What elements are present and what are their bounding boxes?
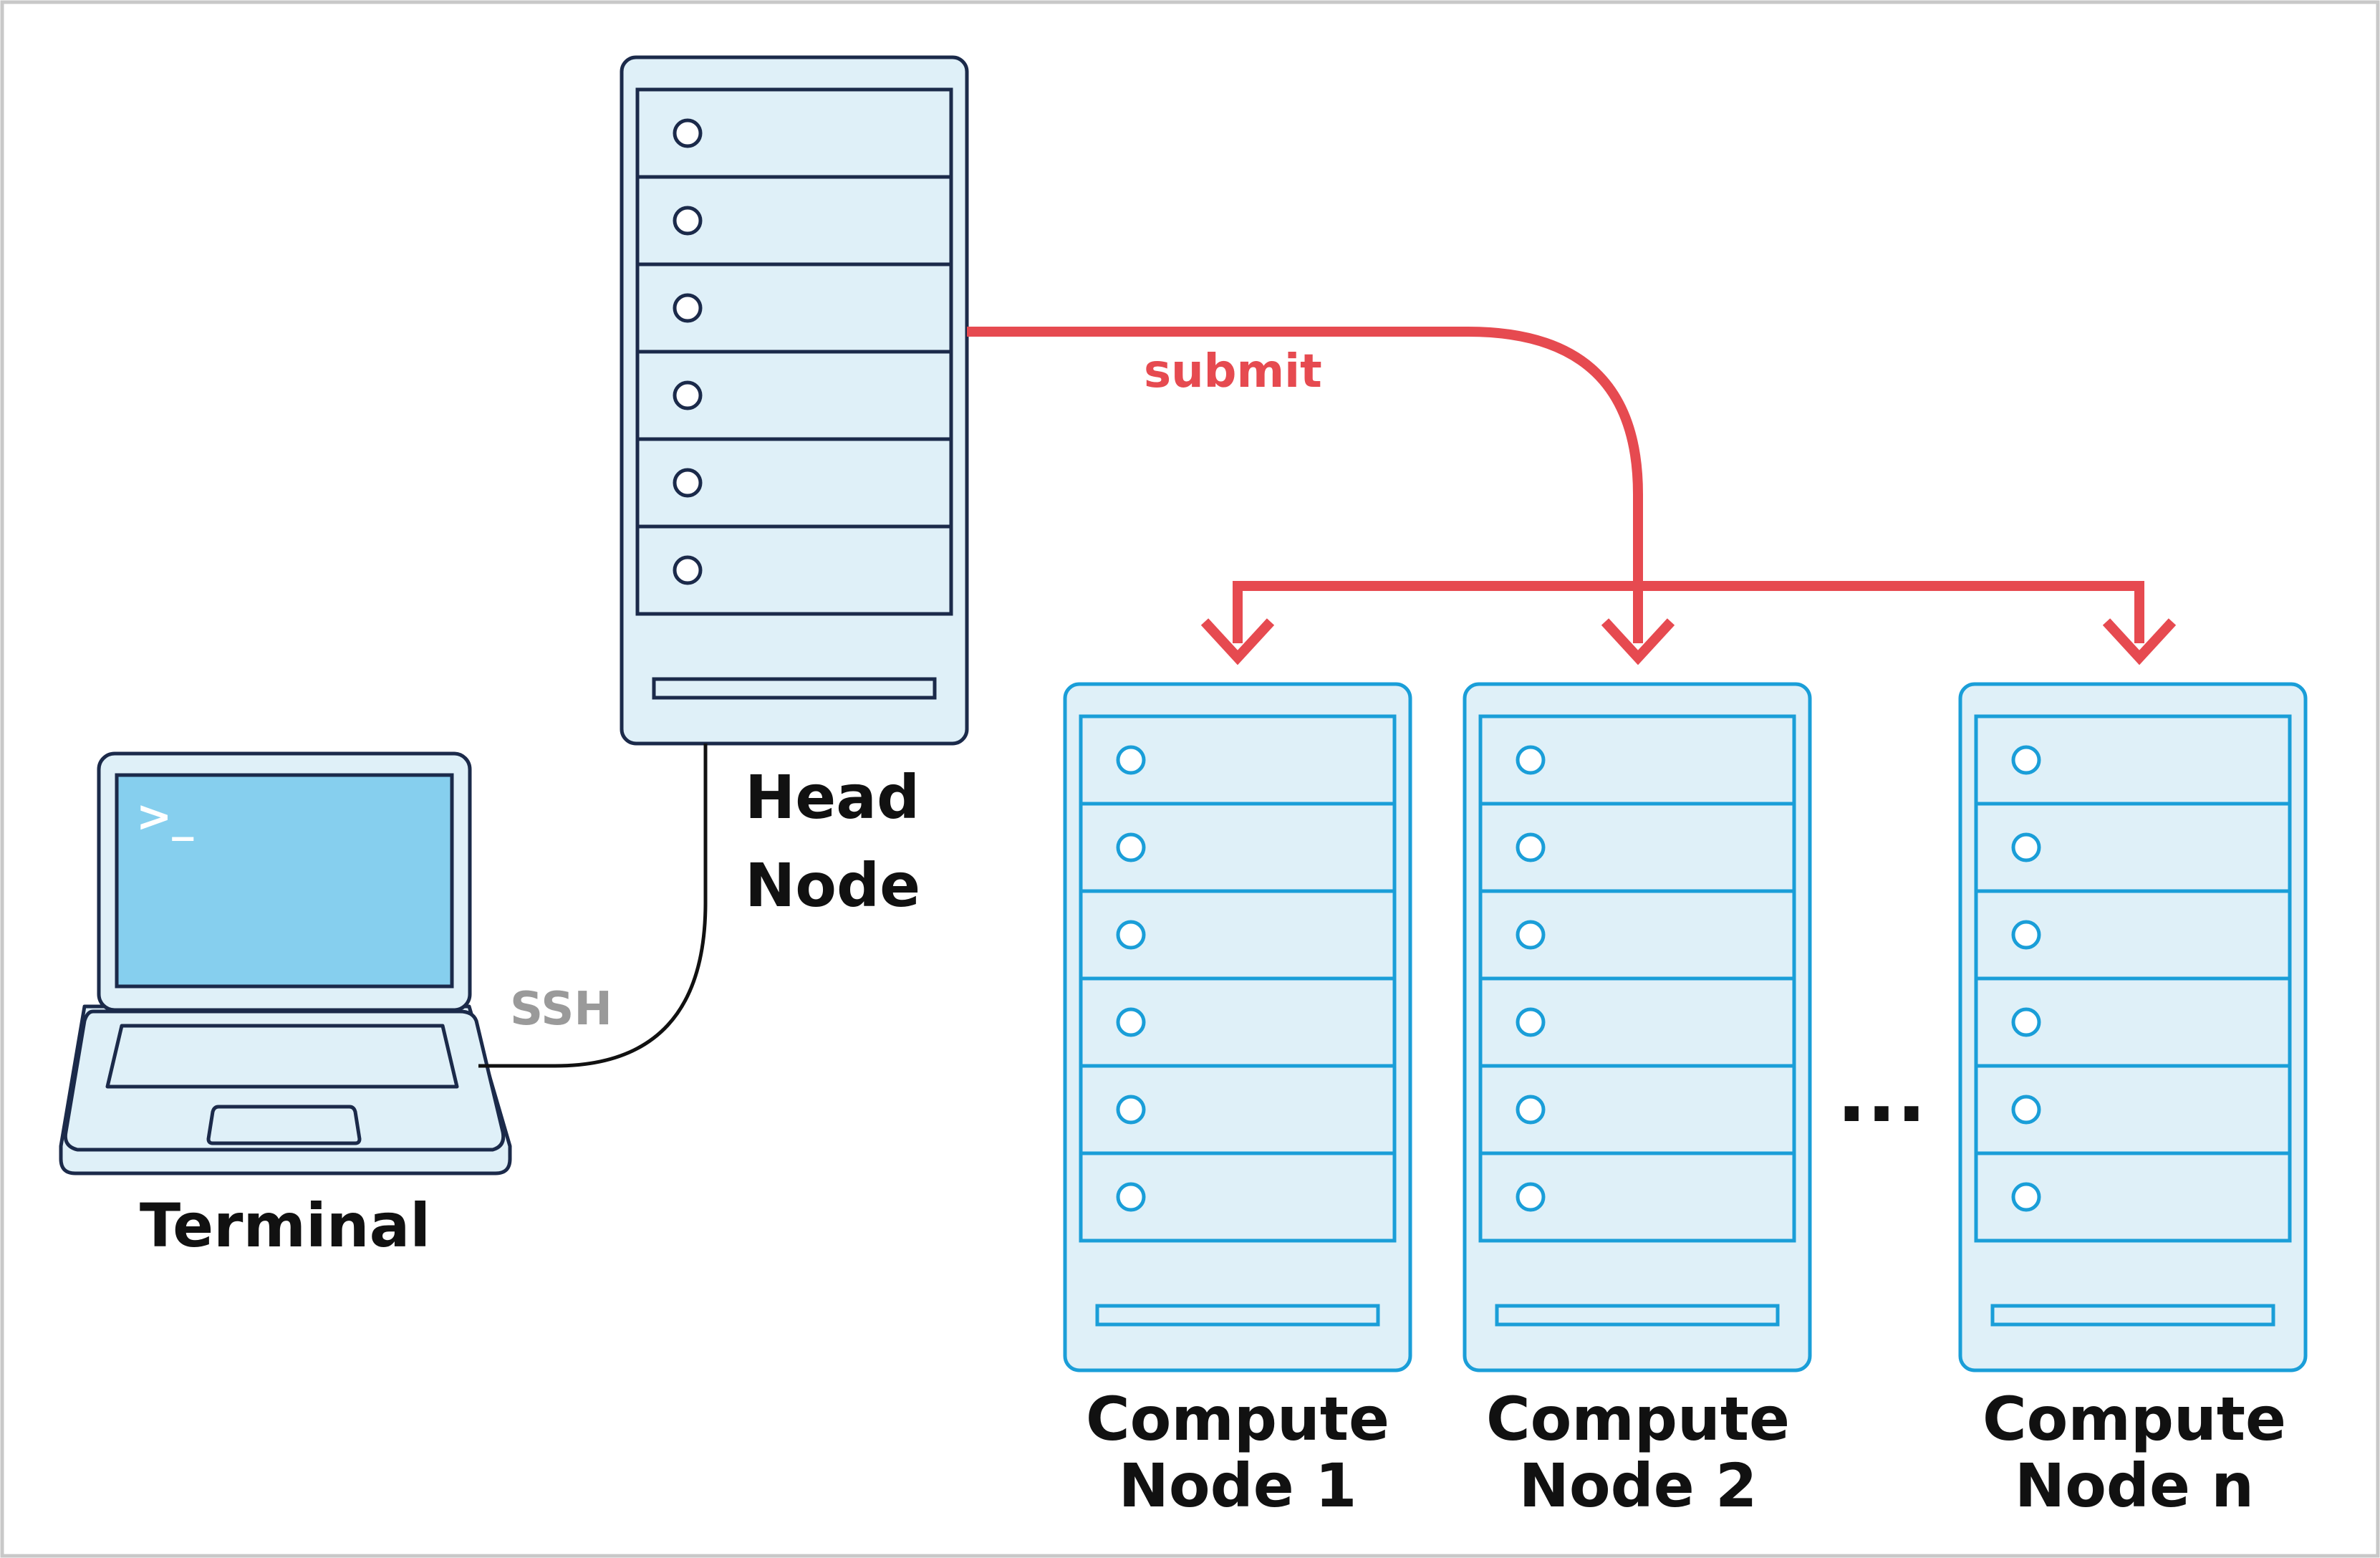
compute-node-n-slot (1990, 1304, 2275, 1327)
head-node-label-line2: Node (745, 850, 920, 920)
compute-node-n-drive-led-icon (2011, 1182, 2041, 1212)
compute-node-2-drive-led-icon (1516, 1007, 1546, 1037)
ellipsis: ... (1836, 1048, 1926, 1140)
compute-node-2-drive-led-icon (1516, 1095, 1546, 1125)
submit-arrow-2-icon (1601, 618, 1675, 665)
compute-node-1-label-line1: Compute (1086, 1384, 1389, 1454)
submit-label: submit (1144, 345, 1322, 398)
compute-node-2-drive-bay (1478, 1064, 1796, 1155)
head-node-drive-bay (635, 437, 953, 529)
compute-node-2-drive-bay (1478, 976, 1796, 1068)
compute-node-2-server (1463, 682, 1812, 1372)
compute-node-n-drive-led-icon (2011, 1095, 2041, 1125)
compute-node-1-drive-led-icon (1116, 1182, 1146, 1212)
head-node-drive-led-icon (673, 468, 703, 498)
compute-node-n-label-line1: Compute (1982, 1384, 2286, 1454)
compute-node-1-drive-led-icon (1116, 1007, 1146, 1037)
compute-node-2-slot (1495, 1304, 1780, 1327)
compute-node-n-drive-led-icon (2011, 832, 2041, 862)
ssh-label: SSH (510, 983, 612, 1036)
ssh-connection-line (478, 744, 708, 1068)
compute-node-n-drive-led-icon (2011, 920, 2041, 950)
compute-node-n-server (1958, 682, 2308, 1372)
compute-node-1-drive-led-icon (1116, 745, 1146, 775)
compute-node-1-drive-led-icon (1116, 920, 1146, 950)
laptop-icon: >_ (59, 751, 512, 1175)
compute-node-1-drive-led-icon (1116, 1095, 1146, 1125)
submit-distribution-line (1233, 581, 2144, 643)
head-node-drive-led-icon (673, 118, 703, 148)
head-node-slot (652, 677, 937, 700)
submit-arrow-1-icon (1200, 618, 1275, 665)
head-node-drive-led-icon (673, 555, 703, 585)
head-node-drive-led-icon (673, 206, 703, 236)
head-node-drive-led-icon (673, 293, 703, 323)
compute-node-2-drive-led-icon (1516, 832, 1546, 862)
compute-node-1-server (1063, 682, 1412, 1372)
terminal-label: Terminal (140, 1191, 430, 1261)
compute-node-2-drive-led-icon (1516, 920, 1546, 950)
compute-node-1-drive-led-icon (1116, 832, 1146, 862)
submit-arrow-n-icon (2102, 618, 2177, 665)
submit-main-line (967, 327, 1643, 643)
laptop-screen (115, 773, 454, 989)
submit-connection (967, 327, 2177, 665)
compute-node-2-label-line1: Compute (1486, 1384, 1790, 1454)
compute-node-n-label-line2: Node n (2015, 1451, 2254, 1521)
compute-node-1-label-line2: Node 1 (1119, 1451, 1357, 1521)
compute-node-2-drive-led-icon (1516, 745, 1546, 775)
head-node-server (620, 55, 969, 746)
compute-node-1-drive-bay (1079, 889, 1397, 981)
head-node-drive-led-icon (673, 380, 703, 410)
compute-node-n-drive-led-icon (2011, 1007, 2041, 1037)
compute-node-1-slot (1095, 1304, 1380, 1327)
laptop-keyboard (105, 1024, 459, 1089)
terminal-prompt-text: >_ (136, 792, 193, 842)
compute-node-n-drive-led-icon (2011, 745, 2041, 775)
compute-node-2-label-line2: Node 2 (1519, 1451, 1758, 1521)
laptop-touchpad (206, 1105, 362, 1145)
head-node-label-line1: Head (745, 762, 920, 832)
compute-node-2-drive-led-icon (1516, 1182, 1546, 1212)
